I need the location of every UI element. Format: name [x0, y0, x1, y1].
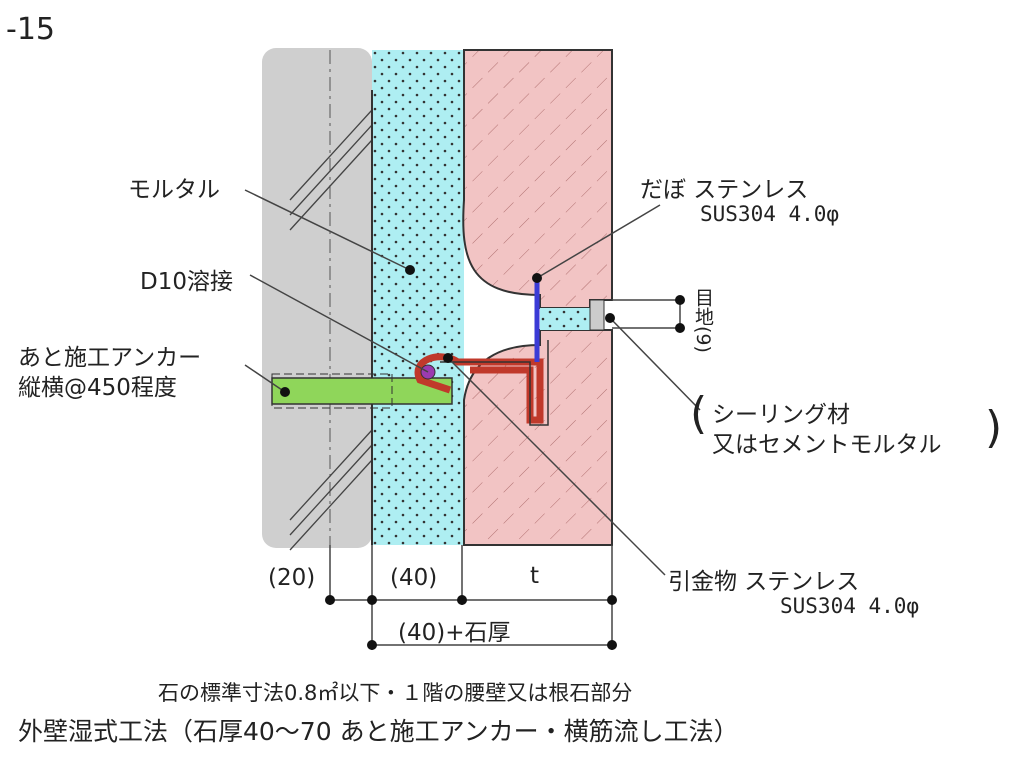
label-hikikanamono-spec: SUS304 4.0φ: [780, 594, 920, 618]
concrete-wall: [262, 48, 372, 548]
label-joint: 目地(9): [692, 288, 714, 353]
stone-upper: [462, 49, 613, 309]
caption-title: 外壁湿式工法（石厚40〜70 あと施工アンカー・横筋流し工法）: [18, 717, 739, 746]
paren-open: (: [690, 388, 708, 439]
label-dabo-spec: SUS304 4.0φ: [700, 202, 840, 226]
label-anchor: あと施工アンカー: [18, 345, 202, 371]
dim-40: (40): [390, 565, 438, 591]
caption-sub: 石の標準寸法0.8㎡以下・１階の腰壁又は根石部分: [158, 681, 633, 705]
mortar-layer: [372, 50, 464, 545]
label-dabo: だぼ ステンレス: [640, 177, 809, 203]
label-sealing-1: シーリング材: [712, 402, 850, 428]
dim-t: t: [530, 563, 540, 589]
sealing: [589, 299, 605, 331]
paren-close: ): [985, 402, 1003, 453]
concrete-hatch: [289, 109, 373, 551]
label-d10: D10溶接: [140, 269, 233, 295]
pull-wire: [414, 353, 544, 424]
dim-20: (20): [268, 565, 316, 591]
figure-number: -15: [6, 12, 55, 47]
label-mortar: モルタル: [128, 177, 220, 203]
label-anchor-spacing: 縦横@450程度: [18, 375, 177, 401]
label-sealing-2: 又はセメントモルタル: [712, 432, 942, 458]
label-hikikanamono: 引金物 ステンレス: [668, 569, 860, 595]
dim-total: (40)+石厚: [398, 620, 511, 646]
